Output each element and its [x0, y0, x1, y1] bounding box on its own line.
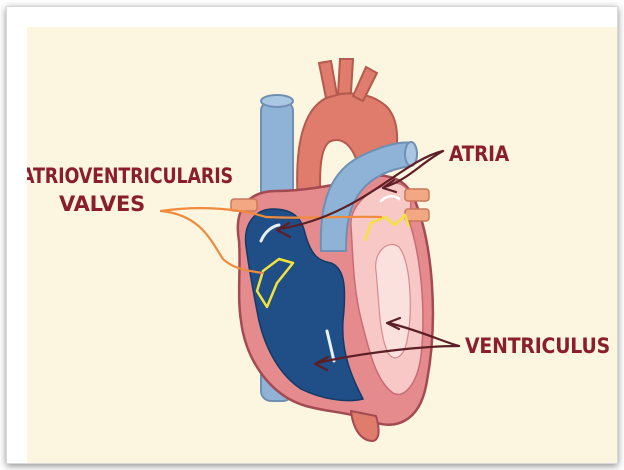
image-frame: ATRIOVENTRICULARIS VALVES ATRIA VENTRICU…: [6, 6, 618, 464]
pulmonary-vein-right-upper: [405, 189, 429, 201]
heart-diagram: ATRIOVENTRICULARIS VALVES ATRIA VENTRICU…: [27, 27, 617, 463]
label-atria: ATRIA: [449, 142, 509, 167]
label-av-line2: VALVES: [59, 192, 145, 217]
heart-apex: [351, 411, 379, 441]
diagram-canvas: ATRIOVENTRICULARIS VALVES ATRIA VENTRICU…: [27, 27, 617, 463]
label-av-line1: ATRIOVENTRICULARIS: [27, 164, 233, 189]
label-ventriculus: VENTRICULUS: [465, 334, 610, 359]
pulmonary-vein-right-lower: [405, 209, 429, 221]
